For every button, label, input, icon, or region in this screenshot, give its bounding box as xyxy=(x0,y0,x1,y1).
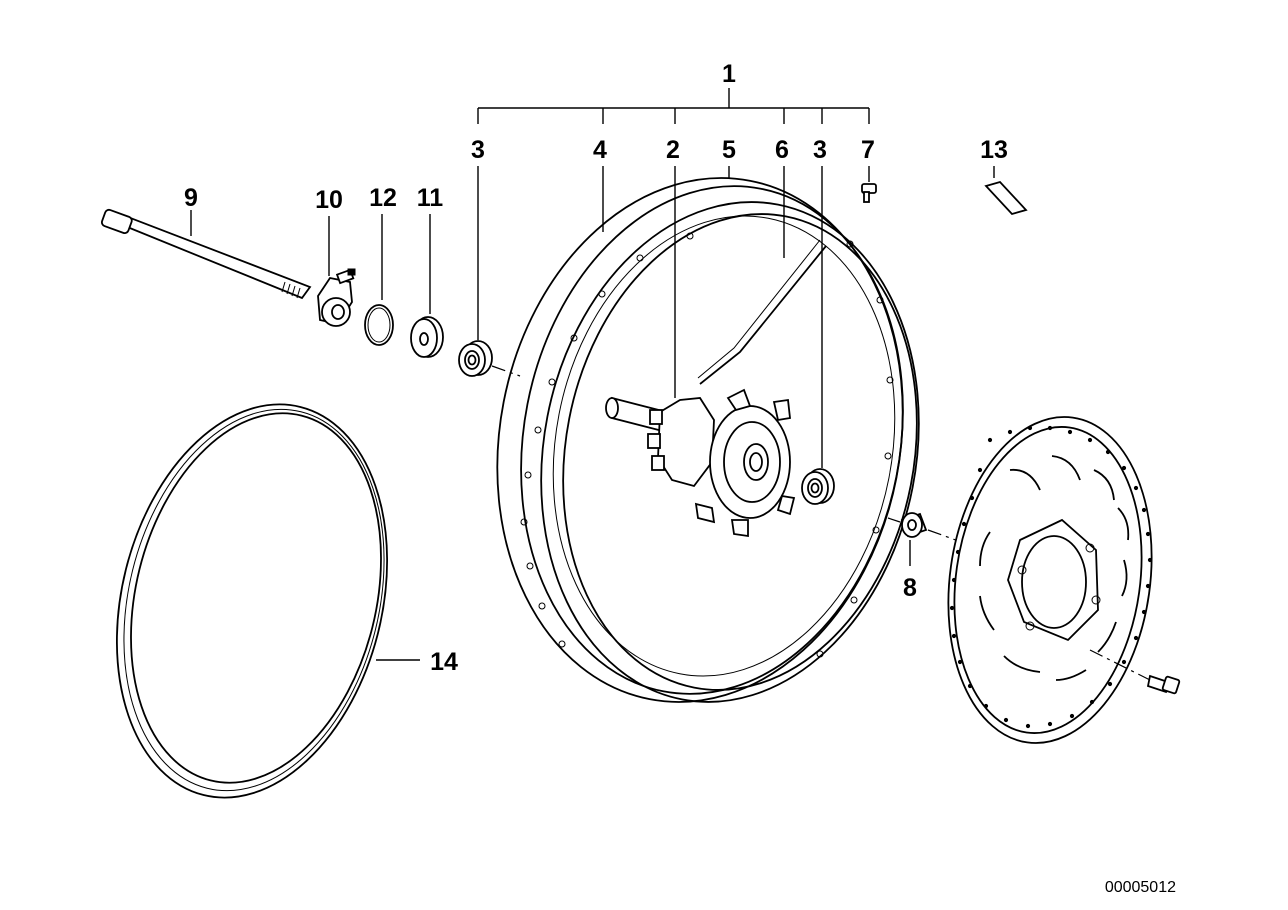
document-number: 00005012 xyxy=(1105,879,1176,896)
axis-line-left xyxy=(491,365,521,377)
callout-3-left: 3 xyxy=(471,136,485,164)
callout-5: 5 xyxy=(722,136,736,164)
part-12-o-ring xyxy=(364,304,394,346)
callout-12: 12 xyxy=(369,184,397,212)
axis-line-right xyxy=(887,517,901,523)
part-4-wheel-rim xyxy=(496,177,920,703)
part-2-hub xyxy=(605,388,796,538)
part-10-speedo-drive xyxy=(317,268,356,327)
callout-11: 11 xyxy=(417,184,444,212)
part-14-rim-band xyxy=(116,403,388,799)
callout-7: 7 xyxy=(861,136,875,164)
callout-14: 14 xyxy=(430,648,458,676)
part-3-bearing-right xyxy=(801,468,835,505)
part-9-axle xyxy=(100,208,312,300)
callout-9: 9 xyxy=(184,184,198,212)
callout-10: 10 xyxy=(315,186,343,214)
callout-4: 4 xyxy=(593,136,607,164)
callout-8: 8 xyxy=(903,574,917,602)
callout-3-right: 3 xyxy=(813,136,827,164)
part-11-washer xyxy=(410,316,444,358)
callout-6: 6 xyxy=(775,136,789,164)
disc-bolt xyxy=(1089,649,1181,695)
part-7-screw xyxy=(861,183,877,203)
brake-disc xyxy=(947,416,1153,744)
callout-13: 13 xyxy=(980,136,1008,164)
assembly-bracket xyxy=(477,88,870,124)
callout-2: 2 xyxy=(666,136,680,164)
part-6-spoke xyxy=(697,239,827,385)
callout-1: 1 xyxy=(722,60,736,88)
part-3-bearing-left xyxy=(458,340,493,377)
part-8-spacer-bush xyxy=(900,512,928,538)
part-13-plate xyxy=(984,180,1028,216)
